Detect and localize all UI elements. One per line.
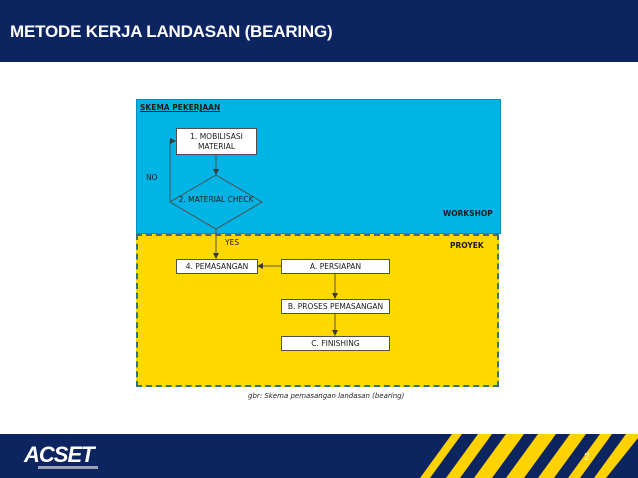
workshop-label: WORKSHOP bbox=[443, 209, 493, 218]
step-mobilisasi: 1. MOBILISASI MATERIAL bbox=[176, 128, 257, 155]
page-number: 2 bbox=[584, 452, 590, 463]
proyek-label: PROYEK bbox=[450, 241, 484, 250]
diagram-heading: SKEMA PEKERJAAN bbox=[140, 103, 221, 112]
header-bar: METODE KERJA LANDASAN (BEARING) bbox=[0, 0, 638, 62]
logo-tagline bbox=[38, 466, 98, 469]
slide-title: METODE KERJA LANDASAN (BEARING) bbox=[10, 22, 333, 41]
step-material-check-label: 2. MATERIAL CHECK bbox=[178, 195, 254, 204]
step-pemasangan: 4. PEMASANGAN bbox=[176, 259, 258, 274]
acset-logo: ACSET bbox=[24, 442, 95, 467]
arrow-no-loop bbox=[169, 138, 176, 202]
step-persiapan: A. PERSIAPAN bbox=[281, 259, 390, 274]
footer-bar: ACSET bbox=[0, 434, 638, 478]
edge-label-yes: YES bbox=[225, 238, 240, 247]
step-proses-pemasangan: B. PROSES PEMASANGAN bbox=[281, 299, 390, 314]
stripe-decoration bbox=[420, 434, 638, 478]
figure-caption: gbr: Skema pemasangan landasan (bearing) bbox=[248, 392, 405, 400]
step-finishing: C. FINISHING bbox=[281, 336, 390, 351]
edge-label-no: NO bbox=[146, 173, 158, 182]
